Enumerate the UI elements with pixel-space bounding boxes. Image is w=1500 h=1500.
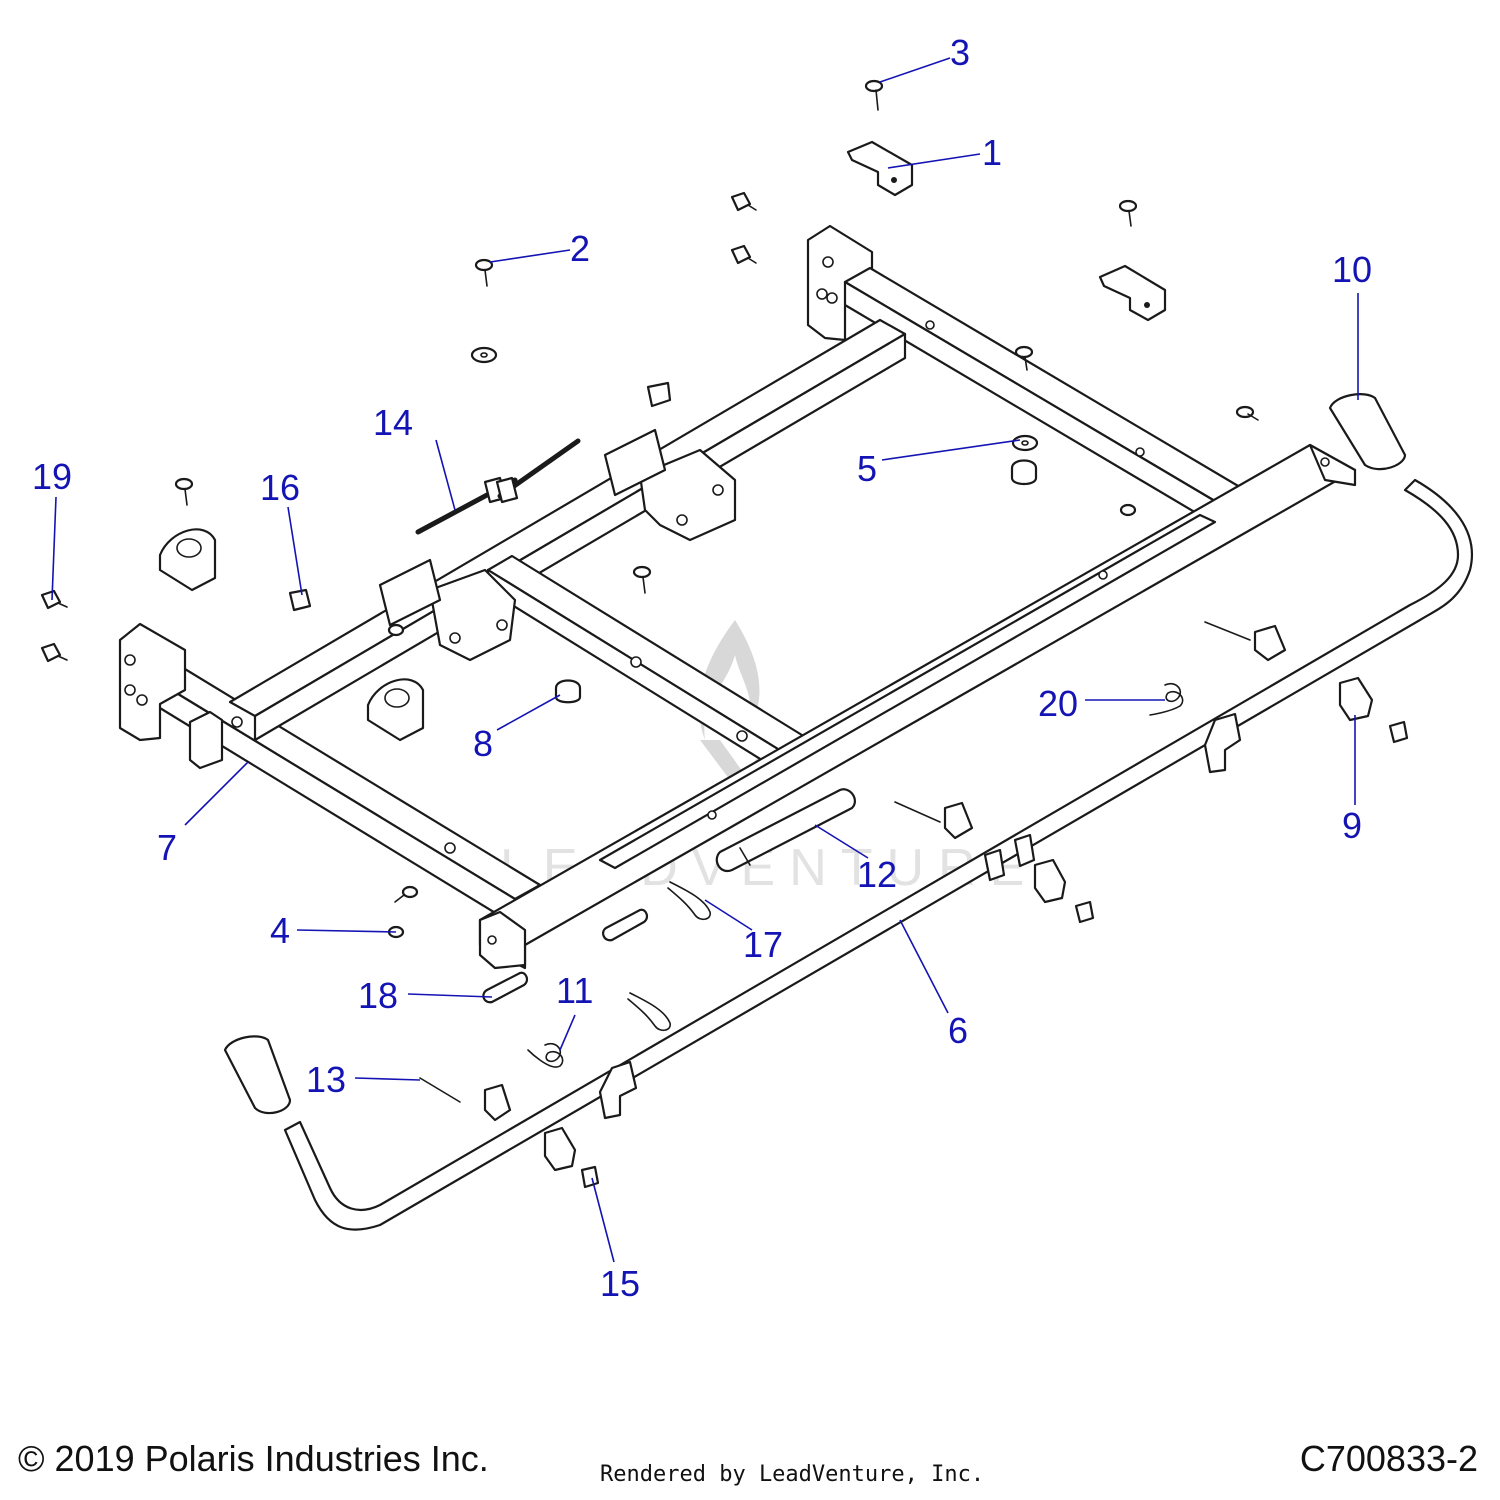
leader-lines	[51, 57, 1359, 1263]
callout-3: 3	[950, 32, 970, 73]
callout-13: 13	[306, 1059, 346, 1100]
callout-10: 10	[1332, 249, 1372, 290]
copyright-text: © 2019 Polaris Industries Inc.	[18, 1438, 489, 1479]
callout-12: 12	[857, 854, 897, 895]
bumper-tube-part-6	[283, 478, 1473, 1231]
callout-4: 4	[270, 910, 290, 951]
screws	[40, 79, 1259, 903]
callout-labels: 1 2 3 4 5 6 7 8 9 10 11 12 13 14 15 16 1…	[32, 32, 1372, 1304]
rendered-by-text: Rendered by LeadVenture, Inc.	[600, 1462, 985, 1487]
diagram-code: C700833-2	[1299, 1438, 1478, 1479]
callout-16: 16	[260, 467, 300, 508]
callout-20: 20	[1038, 683, 1078, 724]
bracket-part-1	[846, 140, 1167, 322]
callout-18: 18	[358, 975, 398, 1016]
washers-and-nuts	[288, 346, 1409, 1189]
springs	[527, 682, 1184, 1068]
callout-9: 9	[1342, 805, 1362, 846]
callout-8: 8	[473, 723, 493, 764]
callout-5: 5	[857, 448, 877, 489]
callout-2: 2	[570, 228, 590, 269]
pins-and-clips	[482, 881, 711, 1032]
callout-17: 17	[743, 924, 783, 965]
callout-1: 1	[982, 132, 1002, 173]
end-caps-part-10	[223, 393, 1407, 1115]
tie-down-loops	[158, 528, 425, 742]
callout-7: 7	[157, 827, 177, 868]
callout-14: 14	[373, 402, 413, 443]
frame-part-7	[118, 224, 1357, 970]
callout-19: 19	[32, 456, 72, 497]
callout-15: 15	[600, 1263, 640, 1304]
strut-part-12	[715, 788, 856, 873]
callout-6: 6	[948, 1010, 968, 1051]
callout-11: 11	[556, 970, 593, 1011]
clamps-part-9	[419, 621, 1374, 1172]
long-bolt-part-14	[415, 438, 581, 535]
